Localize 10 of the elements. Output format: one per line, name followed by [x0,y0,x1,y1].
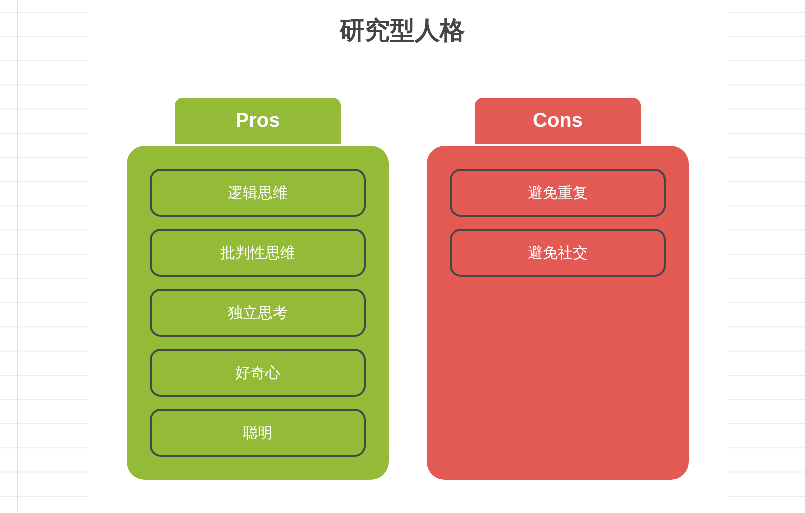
header-tab: Pros [175,98,341,144]
item-box: 批判性思维 [150,229,366,277]
item-box: 逻辑思维 [150,169,366,217]
item-box: 独立思考 [150,289,366,337]
item-box: 聪明 [150,409,366,457]
item-box: 避免重复 [450,169,666,217]
title: 研究型人格 [340,16,465,47]
header-tab: Cons [475,98,641,144]
item-box: 避免社交 [450,229,666,277]
item-box: 好奇心 [150,349,366,397]
